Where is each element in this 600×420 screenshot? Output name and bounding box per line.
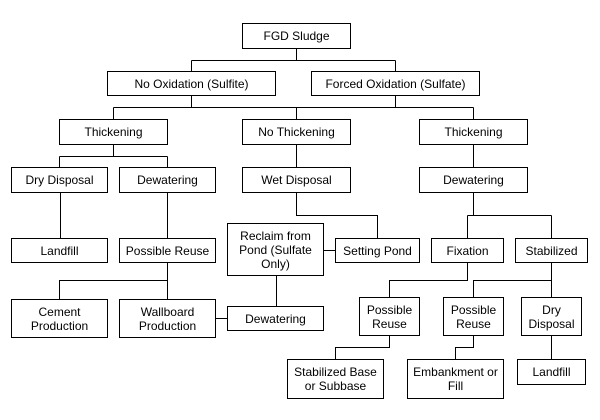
node-wallboard-production: Wallboard Production xyxy=(119,299,216,338)
node-landfill-left: Landfill xyxy=(11,238,108,263)
connector xyxy=(467,192,552,238)
connector xyxy=(59,262,168,299)
node-dewatering-right: Dewatering xyxy=(419,167,528,193)
node-embankment-or-fill: Embankment or Fill xyxy=(407,359,504,399)
node-dewatering-middle: Dewatering xyxy=(227,306,324,331)
node-fixation: Fixation xyxy=(431,238,504,263)
node-dry-disposal-right: Dry Disposal xyxy=(521,297,582,336)
connector xyxy=(60,192,168,238)
node-stabilized: Stabilized xyxy=(515,238,588,263)
node-cement-production: Cement Production xyxy=(11,299,108,338)
connector xyxy=(59,144,168,167)
node-stabilized-base: Stabilized Base or Subbase xyxy=(287,359,384,399)
connector xyxy=(296,144,474,167)
node-landfill-right: Landfill xyxy=(517,359,586,385)
node-reclaim-from-pond: Reclaim from Pond (Sulfate Only) xyxy=(227,223,324,276)
node-thickening-left: Thickening xyxy=(59,119,168,145)
node-forced-oxidation: Forced Oxidation (Sulfate) xyxy=(311,71,480,96)
node-dry-disposal-left: Dry Disposal xyxy=(11,167,108,193)
connector xyxy=(335,335,390,359)
node-possible-reuse-left: Possible Reuse xyxy=(119,238,216,263)
node-no-oxidation: No Oxidation (Sulfite) xyxy=(107,71,276,96)
node-setting-pond: Setting Pond xyxy=(335,238,420,263)
node-no-thickening: No Thickening xyxy=(242,119,351,145)
node-dewatering-left: Dewatering xyxy=(119,167,216,193)
node-possible-reuse-1: Possible Reuse xyxy=(359,297,420,336)
connector xyxy=(113,95,297,119)
connector xyxy=(191,48,396,71)
connector xyxy=(215,275,277,319)
connector xyxy=(296,95,474,119)
connector xyxy=(296,192,378,238)
node-thickening-right: Thickening xyxy=(419,119,528,145)
connector xyxy=(389,262,468,297)
connector xyxy=(473,262,552,297)
node-wet-disposal: Wet Disposal xyxy=(242,167,351,193)
connector xyxy=(455,335,474,359)
node-possible-reuse-2: Possible Reuse xyxy=(443,297,504,336)
node-fgd-sludge: FGD Sludge xyxy=(242,23,351,49)
